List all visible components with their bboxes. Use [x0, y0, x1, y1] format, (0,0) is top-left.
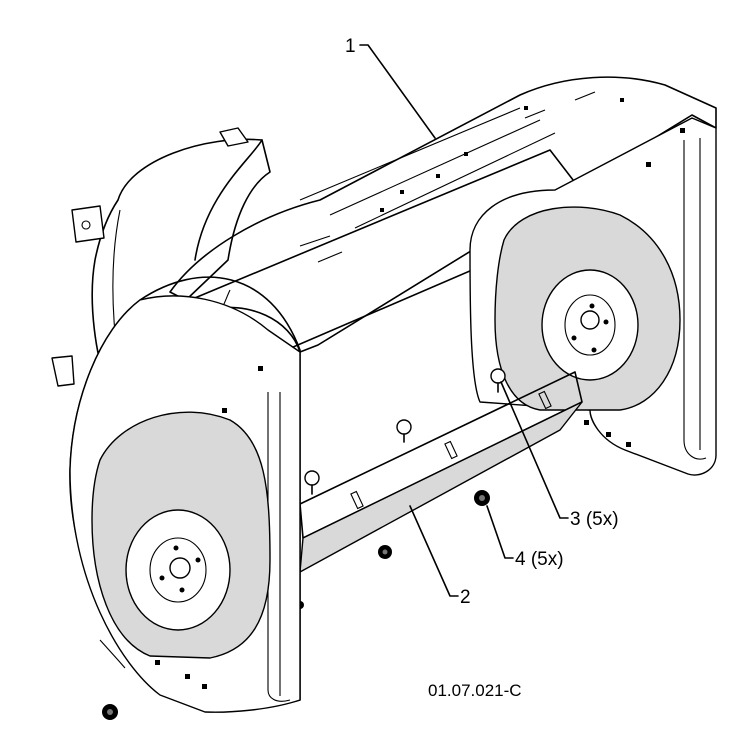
- nuts: [102, 490, 490, 720]
- nut-1: [474, 490, 490, 506]
- callout-2: 2: [460, 587, 471, 608]
- left-housing: [69, 276, 301, 713]
- callout-3: 3 (5x): [570, 509, 619, 530]
- callout-4: 4 (5x): [515, 549, 564, 570]
- bolt-3: [304, 470, 320, 495]
- nut-2: [378, 545, 392, 559]
- carriage-bolts: [304, 368, 506, 495]
- figure-reference: 01.07.021-C: [428, 681, 522, 700]
- callout-1: 1: [345, 36, 356, 57]
- right-side-plate: [469, 117, 717, 476]
- leader-lines: [359, 44, 569, 597]
- bolt-2: [396, 419, 412, 443]
- nut-3: [102, 704, 118, 720]
- discharge-drum: [51, 127, 271, 391]
- bolt-1: [490, 368, 506, 393]
- scraper-bar: [299, 371, 583, 573]
